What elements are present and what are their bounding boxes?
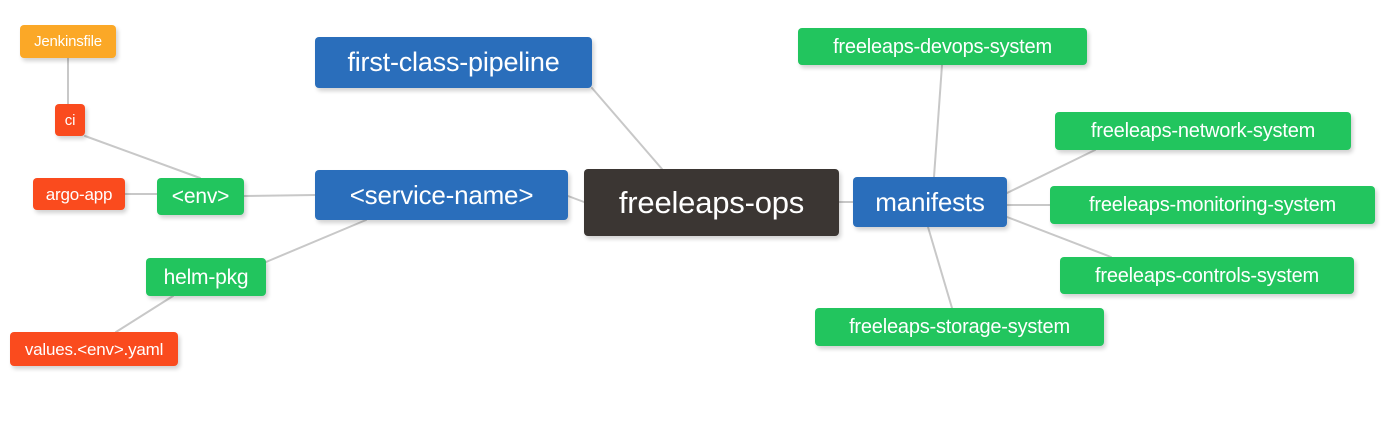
node-values-yaml[interactable]: values.<env>.yaml [10,332,178,366]
node-monitoring-system[interactable]: freeleaps-monitoring-system [1050,186,1375,224]
node-service-name[interactable]: <service-name> [315,170,568,220]
edge-env-to-ci [84,135,201,179]
edge-manifests-to-storage-system [927,226,953,309]
node-ci[interactable]: ci [55,104,85,136]
node-argo-app[interactable]: argo-app [33,178,125,210]
edge-manifests-to-network-system [1006,149,1096,194]
node-jenkinsfile[interactable]: Jenkinsfile [20,25,116,58]
edge-service-name-to-helm-pkg [265,219,367,263]
edge-manifests-to-devops-system [933,64,943,178]
edge-freeleaps-ops-to-first-class-pipeline [591,87,663,170]
node-first-class-pipeline[interactable]: first-class-pipeline [315,37,592,88]
node-env[interactable]: <env> [157,178,244,215]
node-manifests[interactable]: manifests [853,177,1007,227]
node-devops-system[interactable]: freeleaps-devops-system [798,28,1087,65]
edge-manifests-to-controls-system [1006,216,1112,258]
node-storage-system[interactable]: freeleaps-storage-system [815,308,1104,346]
node-freeleaps-ops[interactable]: freeleaps-ops [584,169,839,236]
node-controls-system[interactable]: freeleaps-controls-system [1060,257,1354,294]
node-network-system[interactable]: freeleaps-network-system [1055,112,1351,150]
edge-freeleaps-ops-to-service-name [567,195,585,203]
edge-helm-pkg-to-values-yaml [115,295,174,333]
node-helm-pkg[interactable]: helm-pkg [146,258,266,296]
edge-service-name-to-env [243,194,316,197]
